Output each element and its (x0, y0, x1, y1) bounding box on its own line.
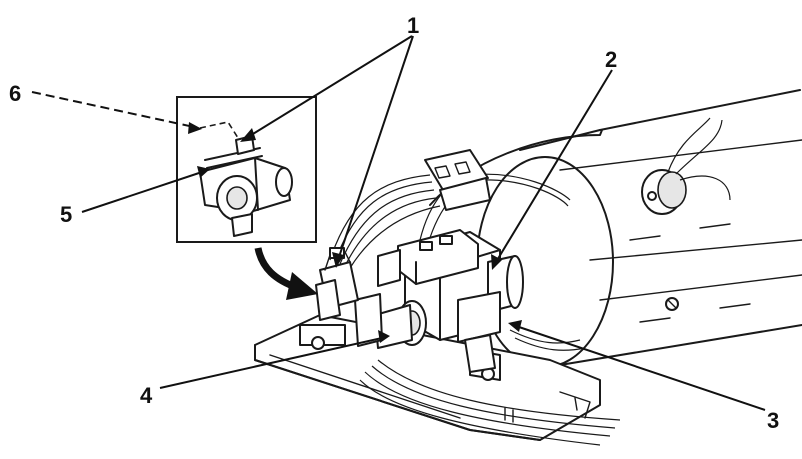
callout-1: 1 (407, 13, 419, 38)
detail-inset (176, 96, 317, 243)
callout-2: 2 (605, 47, 617, 72)
connector-plug (424, 149, 491, 211)
callout-5: 5 (60, 202, 72, 227)
callout-leaders (31, 35, 766, 411)
callout-4: 4 (140, 383, 153, 408)
callout-6: 6 (9, 81, 21, 106)
sensor-component (641, 117, 731, 215)
valve-body (377, 229, 524, 373)
callout-3: 3 (767, 408, 779, 433)
housing-cylinder (429, 89, 802, 368)
detail-pointer-arrow (254, 247, 318, 300)
